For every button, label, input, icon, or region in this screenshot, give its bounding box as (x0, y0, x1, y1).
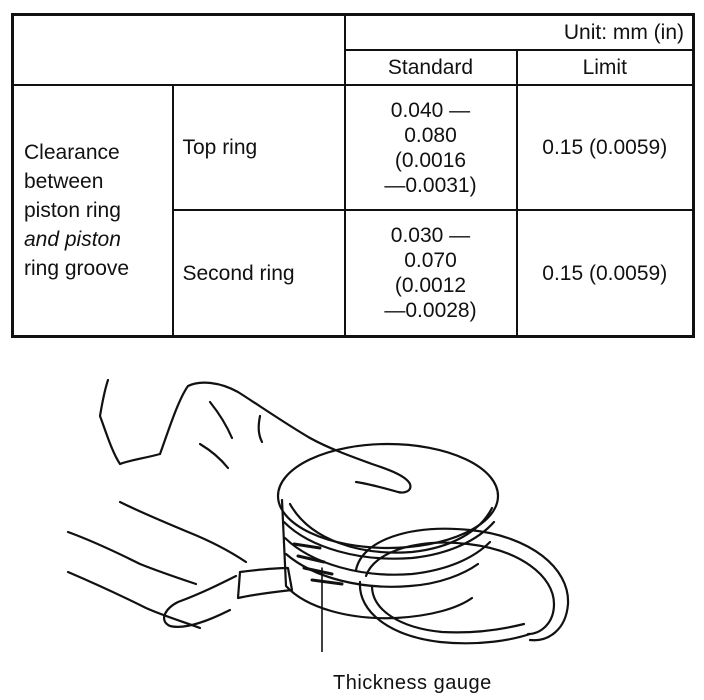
row-group-label-line: piston ring (24, 199, 121, 222)
standard-line: —0.0031) (384, 173, 477, 197)
table-corner-cell (11, 13, 346, 86)
groove-shading (292, 542, 344, 586)
piston-ring-lower (370, 584, 526, 634)
unit-header: Unit: mm (in) (343, 13, 695, 51)
second-ring-limit: 0.15 (0.0059) (515, 209, 695, 338)
row-group-label: Clearance between piston ring and piston… (11, 84, 174, 338)
hand-outline (98, 378, 412, 494)
thickness-gauge-label: Thickness gauge (333, 672, 492, 694)
standard-line: —0.0028) (384, 299, 477, 323)
second-ring-standard: 0.030 — 0.070 (0.0012 —0.0028) (343, 209, 518, 338)
standard-line: 0.040 — (390, 98, 471, 122)
row-group-label-line: Clearance (24, 141, 120, 164)
standard-line: (0.0016 (394, 148, 467, 172)
second-ring-label: Second ring (171, 209, 346, 338)
piston-crown (276, 442, 500, 550)
callout-leader (321, 567, 323, 652)
row-group-label-line: ring groove (24, 257, 130, 280)
row-group-label-line: and piston (24, 228, 121, 251)
hand-lower (66, 530, 202, 630)
standard-line: (0.0012 (394, 274, 467, 298)
piston-ring-illustration (66, 378, 570, 652)
row-group-label-line: between (24, 170, 104, 193)
standard-line: 0.070 (404, 249, 457, 273)
piston-ring (364, 541, 556, 636)
clearance-spec-table: Unit: mm (in) Standard Limit Clearance b… (11, 13, 696, 338)
thickness-gauge (236, 566, 294, 600)
finger-crease (198, 400, 234, 470)
hand-lower (118, 500, 248, 564)
piston-ring (354, 527, 570, 642)
piston-ring-lower (358, 580, 532, 645)
finger-crease (257, 414, 264, 444)
top-ring-limit: 0.15 (0.0059) (515, 83, 695, 212)
standard-line: 0.030 — (390, 224, 471, 248)
standard-line: 0.080 (404, 123, 457, 147)
ring-groove (283, 536, 492, 576)
standard-column-header: Standard (343, 49, 518, 86)
ring-groove (282, 520, 496, 560)
piston-body (280, 498, 474, 620)
top-ring-label: Top ring (171, 83, 346, 212)
limit-column-header: Limit (515, 49, 695, 86)
top-ring-standard: 0.040 — 0.080 (0.0016 —0.0031) (343, 83, 518, 212)
